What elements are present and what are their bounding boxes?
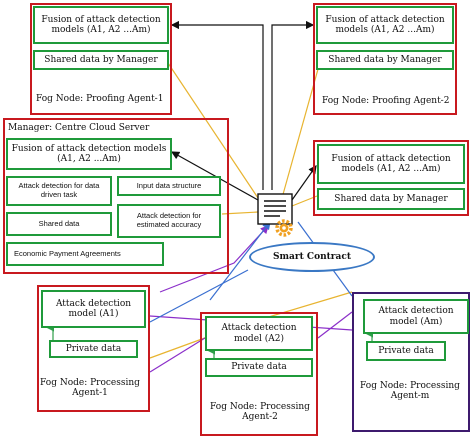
proofing-agent-2-node: [313, 3, 457, 115]
processing-agent-1-node: [37, 285, 150, 412]
processing-agent-m-node: [352, 292, 470, 432]
proofing-agent-2-shared-box: Shared data by Manager: [316, 50, 454, 70]
manager-fusion-box: Fusion of attack detection models (A1, A…: [6, 138, 172, 170]
smart-contract-ellipse: Smart Contract: [249, 242, 375, 272]
processing-agent-m-private-box: Private data: [366, 341, 446, 361]
wire-contract-to-proofing-m: [291, 165, 317, 201]
processing-agent-1-model-box: Attack detection model (A1): [41, 290, 146, 328]
wire-processing-purple: [149, 225, 353, 373]
manager-title: Manager: Centre Cloud Server: [8, 123, 150, 133]
processing-agent-1-caption: Fog Node: Processing Agent-1: [40, 378, 140, 399]
manager-shared-box: Shared data: [6, 212, 112, 236]
proofing-agent-m-fusion-box: Fusion of attack detection models (A1, A…: [317, 144, 465, 184]
manager-node: [3, 118, 229, 274]
proofing-agent-1-fusion-box: Fusion of attack detection models (A1, A…: [33, 6, 169, 44]
manager-attack-accuracy-box: Attack detection for estimated accuracy: [117, 204, 221, 238]
gear-icon: [275, 219, 293, 237]
processing-agent-m-caption: Fog Node: Processing Agent-m: [360, 381, 460, 402]
manager-input-structure-box: Input data structure: [117, 176, 221, 196]
processing-agent-2-private-box: Private data: [205, 358, 313, 377]
smart-contract-document-icon: [257, 193, 293, 225]
proofing-agent-1-shared-box: Shared data by Manager: [33, 50, 169, 70]
proofing-agent-m-shared-box: Shared data by Manager: [317, 188, 465, 210]
wire-contract-to-proofing-1: [170, 20, 264, 190]
processing-agent-1-private-box: Private data: [49, 340, 138, 358]
proofing-agent-2-fusion-box: Fusion of attack detection models (A1, A…: [316, 6, 454, 44]
manager-payment-box: Economic Payment Agreements: [6, 242, 164, 266]
proofing-agent-m-node: [313, 140, 469, 216]
processing-agent-2-caption: Fog Node: Processing Agent-2: [210, 402, 310, 423]
processing-agent-m-model-box: Attack detection model (Am): [363, 299, 469, 334]
processing-agent-2-node: [200, 312, 318, 436]
manager-attack-task-box: Attack detection for data driven task: [6, 176, 112, 206]
processing-agent-2-model-box: Attack detection model (A2): [205, 316, 313, 351]
proofing-agent-1-node: [30, 3, 172, 115]
wire-private-to-model: [47, 324, 374, 358]
proofing-agent-1-caption: Fog Node: Proofing Agent-1: [36, 94, 164, 104]
wire-contract-to-proofing-2: [271, 20, 315, 190]
proofing-agent-2-caption: Fog Node: Proofing Agent-2: [322, 96, 450, 106]
